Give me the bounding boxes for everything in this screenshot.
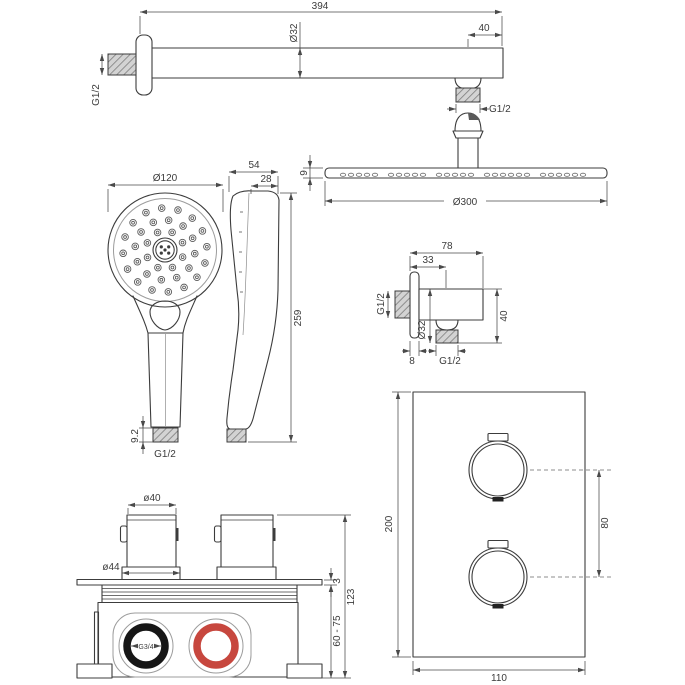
wall-outlet-drawing: 78 33 G1/2 Ø32 40 8 G1/2 [376,241,510,367]
knob-right-tab [213,525,222,543]
inlet-port-red-ring [193,623,239,669]
valve-knob-right [220,514,274,568]
cover-plate-drawing: 200 110 80 [384,391,612,684]
plate-dimension-lines [392,391,612,675]
overhead-dimension-lines [303,155,608,206]
mounting-plate [76,578,323,586]
center-button-inner [155,240,175,260]
mixer-valve-drawing: ø40 ø44 3 60 - 75 123 G3/4 [76,493,357,679]
neck-hole [149,300,181,331]
ball-joint-shade [468,113,480,120]
dim-label-outlet-offset: 33 [422,255,434,266]
dim-label-plate-thickness: 3 [332,578,343,584]
dim-label-face-diameter: Ø120 [153,173,178,184]
dim-label-knob-diameter: ø40 [143,493,161,504]
dim-label-outlet-width: 78 [441,241,453,252]
dim-label-plate-thickness: 9 [299,170,310,176]
face-nozzles [119,204,211,296]
dim-label-hand-length: 259 [293,309,304,326]
shower-plate [324,167,608,179]
port-boss-outline [112,612,252,678]
dim-label-mounting-depth: 60 - 75 [332,615,343,647]
ribbed-collar [101,584,298,604]
dim-label-flange-thickness: 8 [409,356,415,367]
arm-elbow [454,77,482,90]
dim-label-thread-length: 9.2 [130,429,141,443]
dim-label-hand-thread: G1/2 [154,449,176,460]
outlet-bottom-thread [435,329,459,344]
dim-label-inlet-thread: G3/4 [138,644,153,651]
arm-outlet-thread [455,87,481,103]
hand-shower-side-drawing: 54 28 259 [226,160,304,443]
arm-dimension-lines [99,9,503,113]
dim-label-outlet-wall-thread: G1/2 [376,293,387,315]
hand-side-dimension-lines [228,169,297,443]
dim-label-knob-base-diameter: ø44 [102,562,120,573]
dim-label-outlet-bottom-thread: G1/2 [439,356,461,367]
dim-label-plate-width: 110 [491,673,507,684]
side-profile [226,190,280,430]
knob-right-base [216,566,277,581]
dim-label-plate-height: 200 [384,515,395,532]
outlet-wall-thread [394,290,411,319]
inlet-port-black-ring [123,623,169,669]
plate-nozzles [339,172,587,177]
dim-label-arm-outlet-thread: G1/2 [489,104,511,115]
side-thread [226,428,247,443]
handle [147,332,184,428]
foot-left [76,663,113,679]
dim-label-arm-wall-thread: G1/2 [91,84,102,106]
arm-tube [151,47,504,79]
dim-label-outlet-height: 40 [499,310,510,322]
dim-label-arm-offset: 40 [478,23,490,34]
dim-label-outlet-diameter: Ø32 [417,320,428,339]
hand-shower-face-drawing: Ø120 9.2 G1/2 [107,173,224,460]
center-button-outer [152,237,178,263]
dim-label-head-depth: 54 [248,160,260,171]
knob-bottom-marker [487,539,509,549]
arm-wall-thread [107,53,137,76]
knob-left-tab [119,525,128,543]
dim-label-knob-spacing: 80 [600,517,611,529]
outlet-dome [435,319,459,331]
foot-right [286,663,323,679]
hand-shower-thread [152,427,179,443]
hand-face-dimension-lines [107,182,224,454]
overhead-shower-drawing: 9 Ø300 [299,112,608,208]
cover-plate [412,391,586,658]
dim-label-total-height: 123 [346,588,357,605]
dim-label-head-thickness: 28 [260,174,272,185]
valve-dimension-lines [122,502,351,679]
valve-knob-left [126,514,177,568]
dim-label-arm-diameter: Ø32 [289,23,300,42]
arm-wall-flange [135,34,153,96]
connector-nut [452,130,484,139]
outlet-dimension-lines [385,250,502,356]
shower-arm-drawing: 394 Ø32 40 G1/2 G1/2 [91,1,511,115]
dim-label-arm-length: 394 [312,1,329,12]
dim-label-plate-diameter: Ø300 [453,197,478,208]
neck [132,295,198,334]
ball-joint [454,112,482,132]
stem [457,137,479,169]
knob-top-marker [487,432,509,442]
